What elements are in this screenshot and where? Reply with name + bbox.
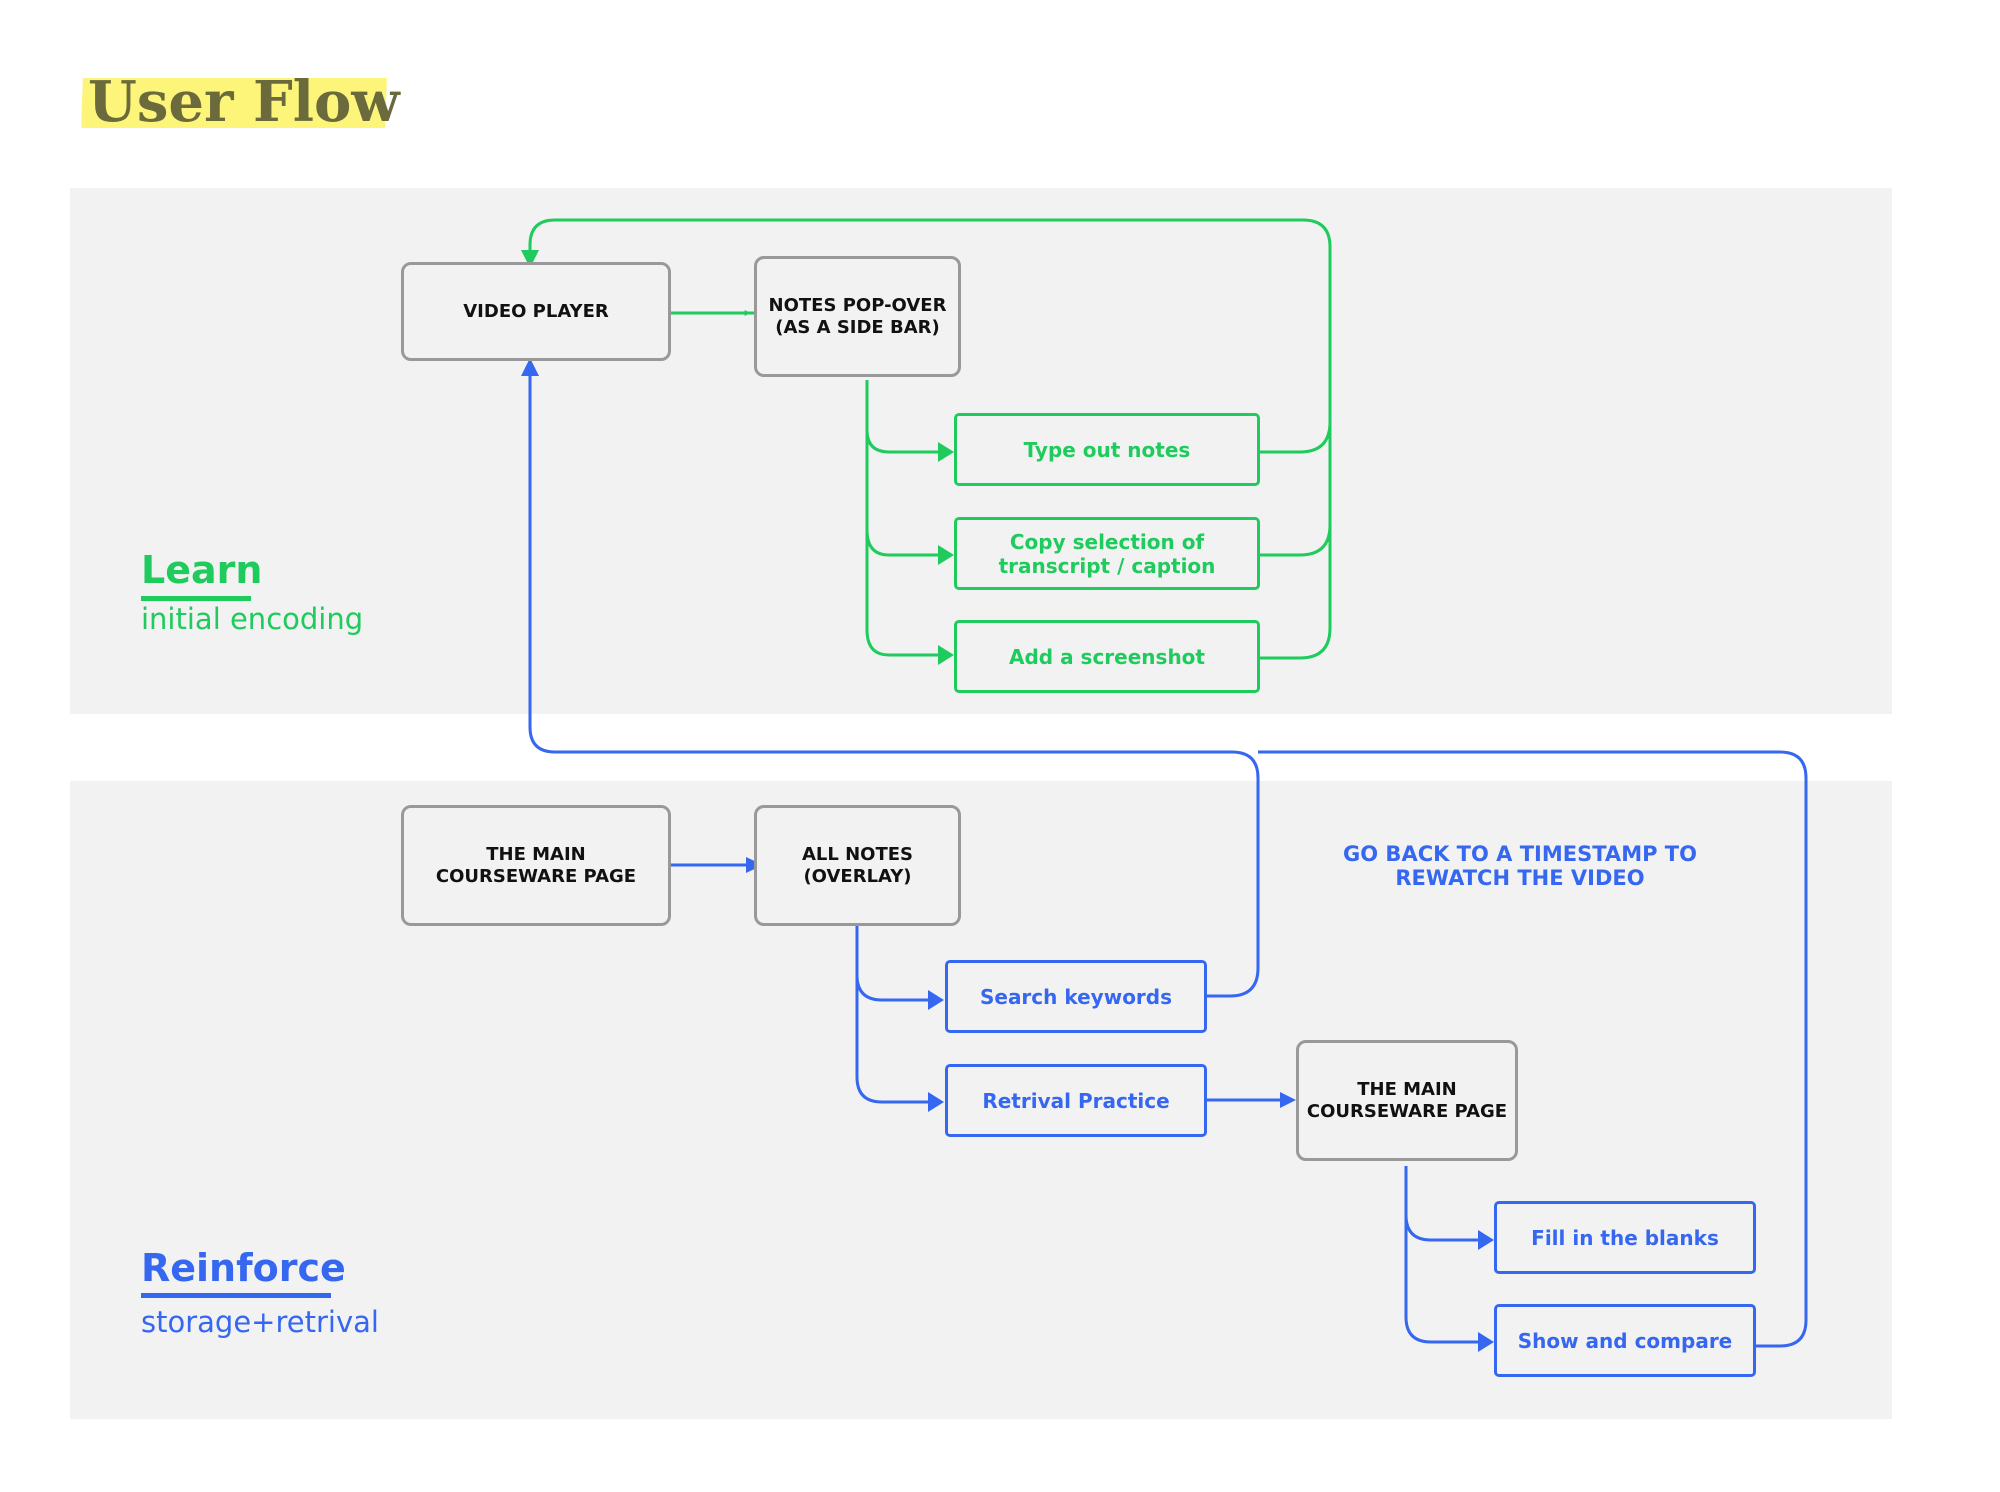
- reinforce-label: Reinforce: [141, 1246, 346, 1290]
- timestamp-annotation: GO BACK TO A TIMESTAMP TO REWATCH THE VI…: [1343, 842, 1697, 890]
- type-notes-node[interactable]: Type out notes: [954, 413, 1260, 486]
- video-player-node[interactable]: VIDEO PLAYER: [401, 262, 671, 361]
- learn-connectors: [528, 218, 1332, 660]
- reinforce-underline: [141, 1293, 331, 1298]
- reinforce-subtitle: storage+retrival: [141, 1305, 379, 1339]
- title-block: User Flow: [80, 72, 400, 132]
- add-screenshot-node[interactable]: Add a screenshot: [954, 620, 1260, 693]
- show-compare-node[interactable]: Show and compare: [1494, 1304, 1756, 1377]
- learn-label: Learn: [141, 548, 263, 592]
- search-keywords-node[interactable]: Search keywords: [945, 960, 1207, 1033]
- learn-subtitle: initial encoding: [141, 602, 364, 636]
- notes-popover-node[interactable]: NOTES POP-OVER (AS A SIDE BAR): [754, 256, 961, 377]
- second-courseware-node[interactable]: THE MAIN COURSEWARE PAGE: [1296, 1040, 1518, 1161]
- retrival-practice-node[interactable]: Retrival Practice: [945, 1064, 1207, 1137]
- reinforce-arrowheads: [521, 358, 1494, 1352]
- learn-underline: [141, 596, 251, 601]
- page-title: User Flow: [88, 69, 400, 135]
- copy-selection-node[interactable]: Copy selection of transcript / caption: [954, 517, 1260, 590]
- all-notes-node[interactable]: ALL NOTES (OVERLAY): [754, 805, 961, 926]
- fill-blanks-node[interactable]: Fill in the blanks: [1494, 1201, 1756, 1274]
- main-courseware-node[interactable]: THE MAIN COURSEWARE PAGE: [401, 805, 671, 926]
- reinforce-connectors: [528, 370, 1808, 1348]
